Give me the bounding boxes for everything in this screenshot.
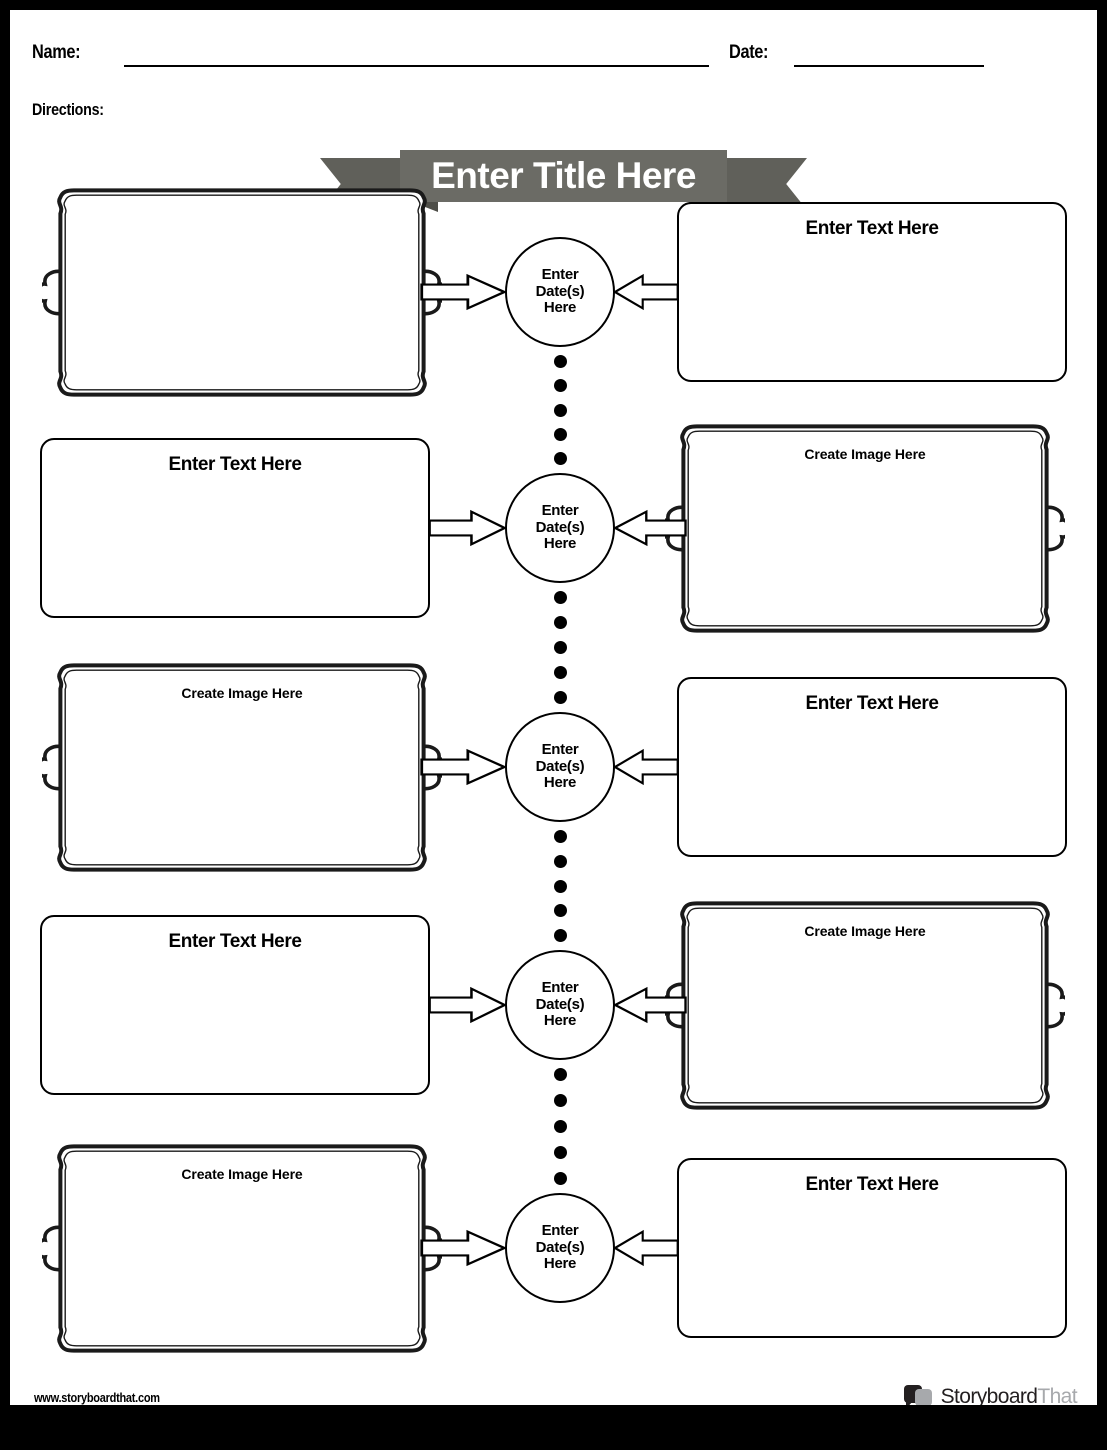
connector-dot [553,427,567,441]
connector-dot [553,691,567,704]
dotted-connector [553,1068,567,1185]
panel-placeholder-label: Create Image Here [804,445,926,462]
arrow-right-icon [428,986,507,1024]
panel-placeholder-label: Create Image Here [181,1165,303,1182]
text-box-right[interactable]: Enter Text Here [677,202,1067,382]
connector-dot [553,355,567,368]
directions-label: Directions: [32,100,104,119]
text-box-left[interactable]: Enter Text Here [40,915,430,1095]
connector-dot [553,904,567,918]
date-label: Date: [729,42,769,63]
student-info-row: Name: Date: [32,38,1072,72]
panel-placeholder-label: Create Image Here [804,922,926,939]
speech-bubble-front-icon [914,1389,932,1405]
arrow-left-icon [613,273,679,311]
worksheet-page: Name: Date: Directions: Enter Title Here… [10,10,1097,1405]
connector-dot [553,1120,567,1133]
connector-dot [553,403,567,417]
connector-dot [553,616,567,629]
name-write-line[interactable] [124,65,709,67]
connector-dot [553,1146,567,1159]
connector-dot [553,1094,567,1107]
ornate-frame-left[interactable]: Create Image Here [42,655,442,880]
dotted-connector [553,355,567,465]
title-banner[interactable]: Enter Title Here [320,150,807,212]
storyboardthat-logo[interactable]: StoryboardThat [903,1382,1078,1405]
logo-primary-text: Storyboard [940,1385,1038,1405]
connector-dot [553,641,567,654]
page-title[interactable]: Enter Title Here [431,155,696,196]
arrow-left-icon [613,1229,679,1267]
ornate-frame-left[interactable]: Create Image Here [42,1136,442,1361]
arrow-right-icon [420,1229,507,1267]
connector-dot [553,1172,567,1185]
text-box-right[interactable]: Enter Text Here [677,1158,1067,1338]
text-box-right[interactable]: Enter Text Here [677,677,1067,857]
connector-dot [553,929,567,942]
ornate-frame-right[interactable]: Create Image Here [665,893,1065,1118]
dotted-connector [553,830,567,942]
speech-bubble-icon [903,1384,934,1405]
connector-dot [553,879,567,893]
text-box-left[interactable]: Enter Text Here [40,438,430,618]
panel-placeholder-label: Enter Text Here [805,693,939,714]
connector-dot [553,591,567,604]
connector-dot [553,379,567,393]
arrow-left-icon [613,986,687,1024]
arrow-right-icon [428,509,507,547]
panel-placeholder-label: Enter Text Here [805,1174,939,1195]
arrow-right-icon [420,273,507,311]
ornate-frame-left[interactable] [42,180,442,405]
arrow-left-icon [613,748,679,786]
connector-dot [553,854,567,868]
arrow-right-icon [420,748,507,786]
connector-dot [553,830,567,843]
arrow-left-icon [613,509,687,547]
panel-placeholder-label: Enter Text Here [805,218,939,239]
panel-placeholder-label: Create Image Here [181,684,303,701]
ornate-frame-right[interactable]: Create Image Here [665,416,1065,641]
dotted-connector [553,591,567,704]
banner-band [400,150,727,202]
connector-dot [553,452,567,465]
date-write-line[interactable] [794,65,984,67]
connector-dot [553,1068,567,1081]
panel-placeholder-label: Enter Text Here [168,454,302,475]
connector-dot [553,666,567,679]
logo-secondary-text: That [1037,1385,1077,1405]
logo-wordmark: StoryboardThat [940,1385,1078,1405]
name-label: Name: [32,42,81,63]
panel-placeholder-label: Enter Text Here [168,931,302,952]
footer-url[interactable]: www.storyboardthat.com [34,1391,160,1405]
